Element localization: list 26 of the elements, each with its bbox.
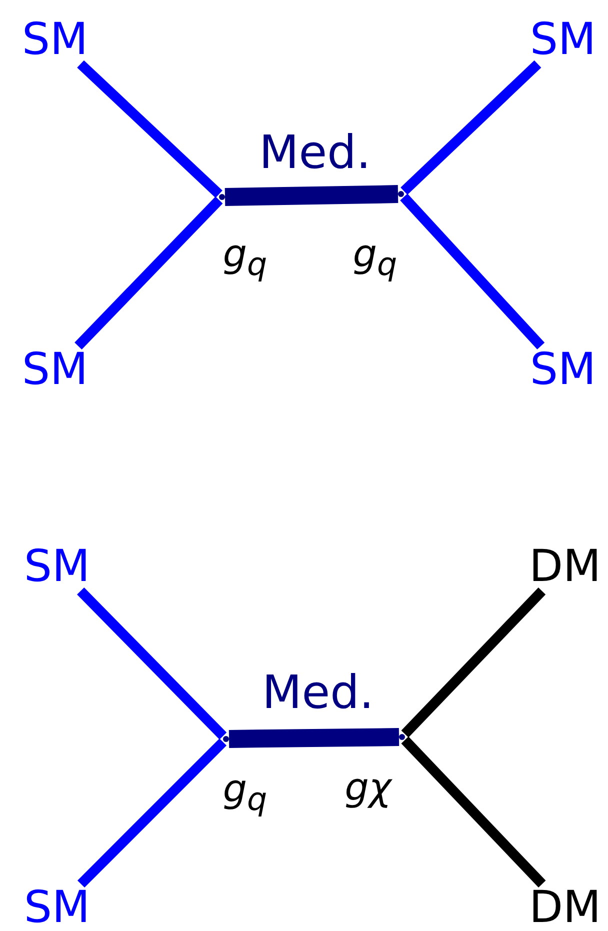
coupling-label: gχ	[344, 768, 392, 806]
particle-label: SM	[20, 346, 90, 394]
vertex-point	[219, 194, 225, 200]
vertex-point	[223, 736, 229, 742]
particle-label: SM	[20, 16, 90, 64]
particle-label: SM	[22, 543, 92, 591]
mediator-line	[224, 185, 398, 206]
particle-line	[400, 194, 545, 350]
particle-label: DM	[527, 543, 603, 591]
coupling-label: g$_{q}$	[352, 234, 398, 282]
particle-label: DM	[527, 884, 603, 931]
particle-label: SM	[528, 16, 598, 64]
particle-line	[401, 588, 546, 738]
particle-line	[77, 588, 227, 740]
particle-line	[74, 196, 223, 350]
particle-line	[401, 736, 546, 888]
particle-label: SM	[528, 346, 598, 394]
mediator-line	[228, 728, 400, 748]
particle-line	[400, 60, 542, 195]
vertex-point	[399, 734, 405, 740]
particle-line	[77, 60, 222, 198]
particle-label: SM	[22, 884, 92, 931]
particle-line	[77, 738, 227, 888]
coupling-label: g$_{q}$	[222, 769, 268, 817]
coupling-label: g$_{q}$	[222, 234, 268, 282]
vertex-point	[398, 191, 404, 197]
